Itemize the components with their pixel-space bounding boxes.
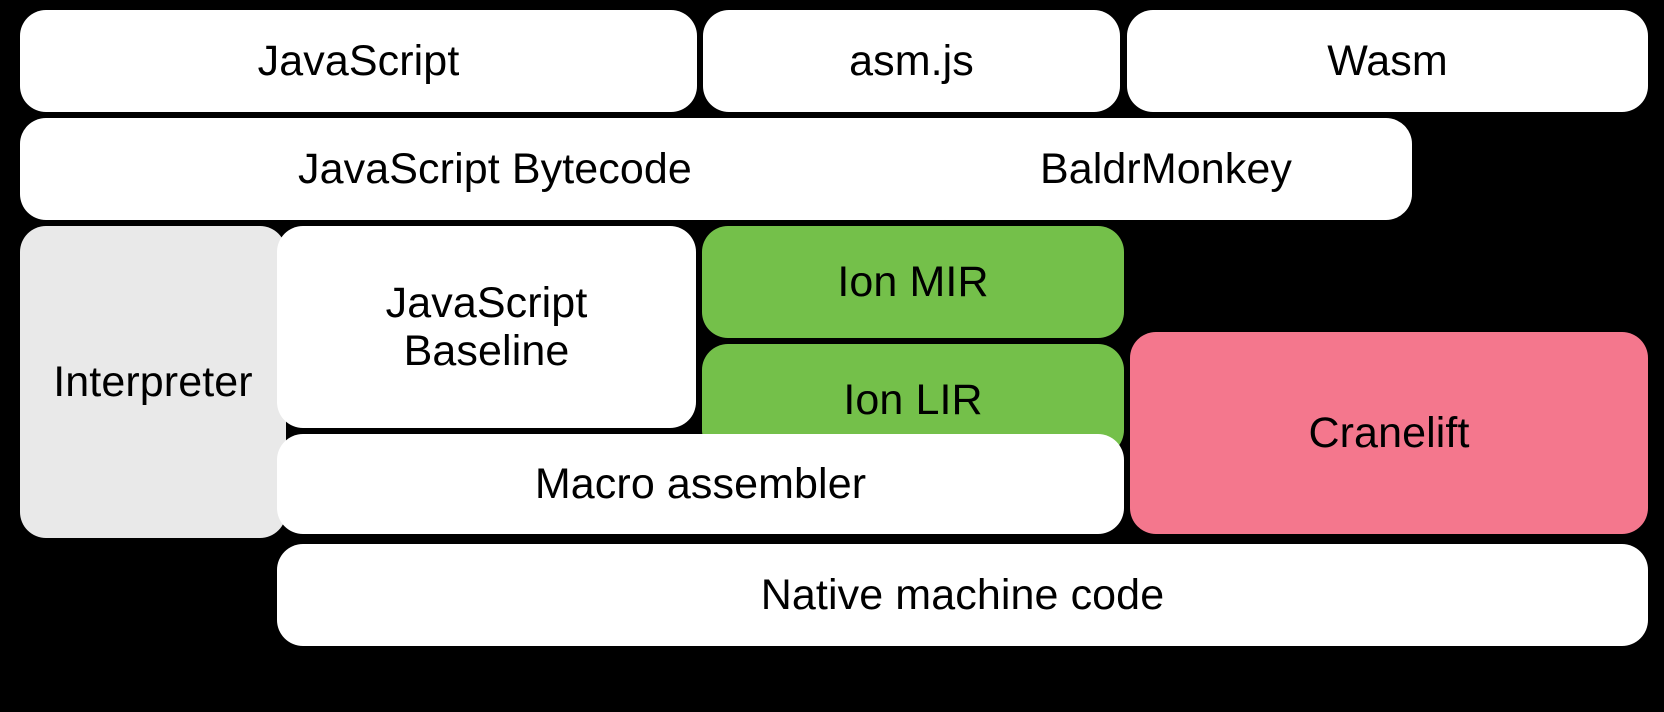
- node-baldrmonkey[interactable]: BaldrMonkey: [920, 118, 1412, 220]
- node-ion-mir[interactable]: Ion MIR: [702, 226, 1124, 338]
- node-macro-assembler[interactable]: Macro assembler: [277, 434, 1124, 534]
- node-interpreter[interactable]: Interpreter: [20, 226, 286, 538]
- node-wasm[interactable]: Wasm: [1127, 10, 1648, 112]
- node-cranelift[interactable]: Cranelift: [1130, 332, 1648, 534]
- node-asm-js[interactable]: asm.js: [703, 10, 1120, 112]
- node-native-machine-code[interactable]: Native machine code: [277, 544, 1648, 646]
- node-javascript-baseline[interactable]: JavaScript Baseline: [277, 226, 696, 428]
- node-javascript-bytecode[interactable]: JavaScript Bytecode: [20, 118, 970, 220]
- node-javascript[interactable]: JavaScript: [20, 10, 697, 112]
